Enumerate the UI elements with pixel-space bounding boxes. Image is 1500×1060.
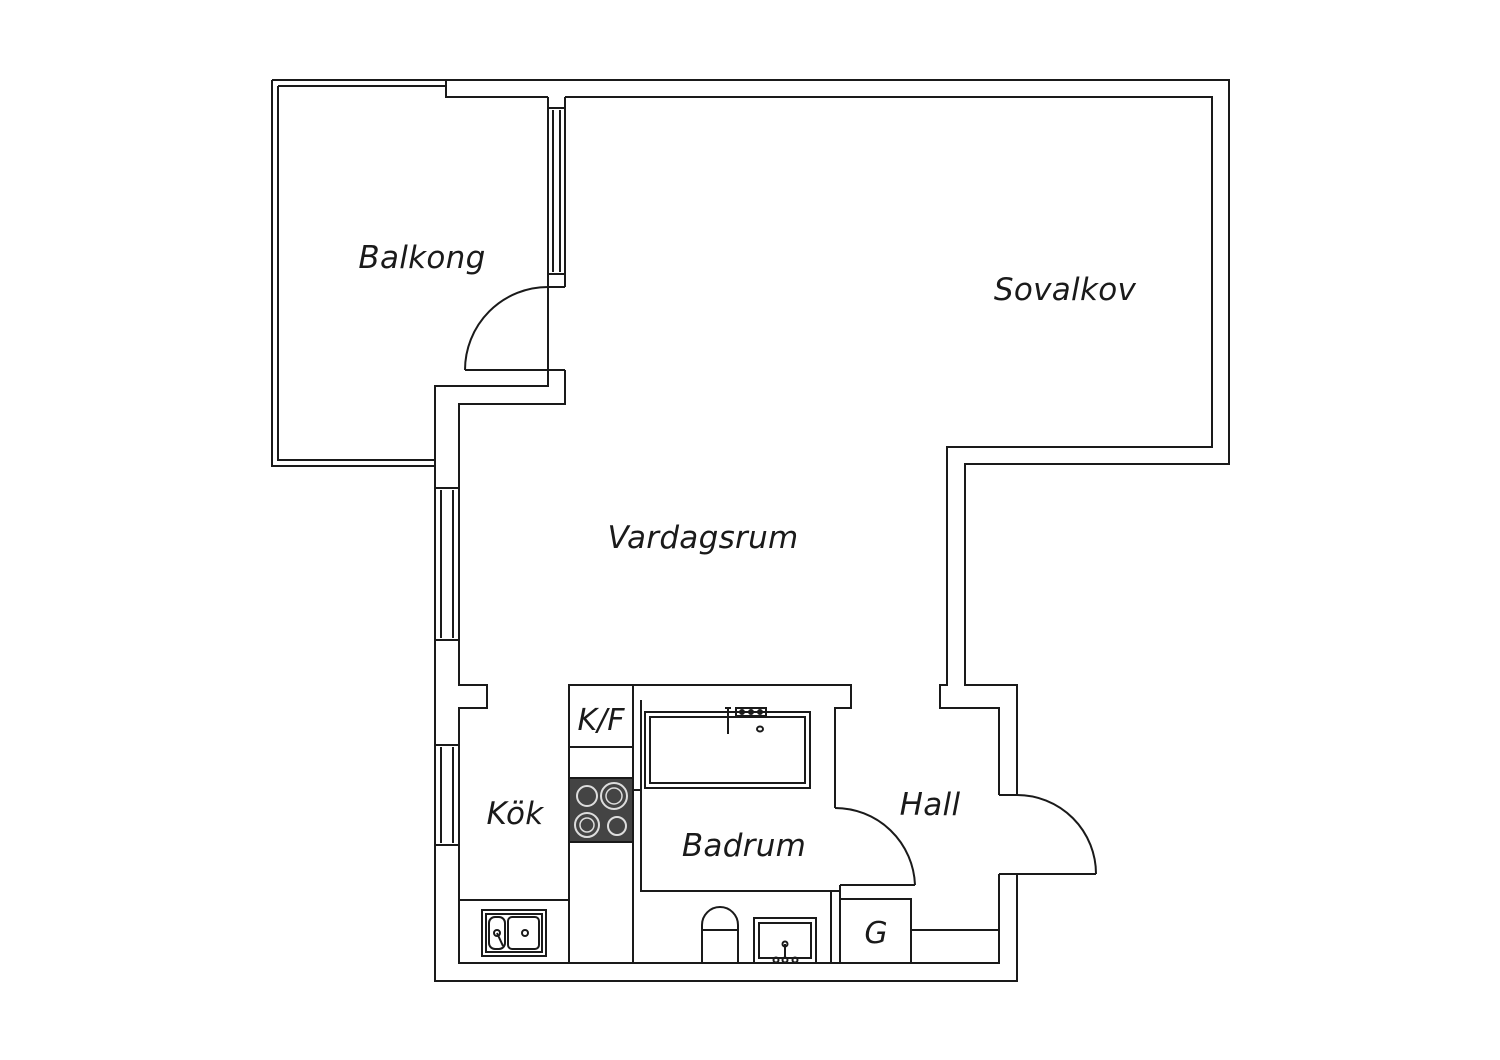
room-label-kf: K/F	[577, 703, 625, 738]
bathtub	[644, 707, 811, 789]
room-label-g: G	[864, 916, 887, 951]
stove	[568, 777, 634, 843]
outer-wall	[434, 79, 1230, 982]
room-label-hall: Hall	[900, 787, 961, 823]
room-label-balkong: Balkong	[358, 240, 485, 276]
bathroom-sink	[753, 917, 817, 964]
toilet	[701, 906, 739, 963]
room-label-sovalkov: Sovalkov	[994, 272, 1137, 308]
hall-storage	[839, 898, 999, 964]
room-label-kok: Kök	[486, 796, 544, 832]
balcony-outline	[271, 79, 548, 467]
balcony-door	[464, 286, 549, 371]
window-kitchen-west	[434, 744, 460, 846]
window-balcony	[547, 107, 566, 275]
room-label-vardagsrum: Vardagsrum	[607, 520, 798, 556]
entrance-door	[999, 794, 1097, 875]
room-label-badrum: Badrum	[682, 828, 806, 864]
window-living-west	[434, 487, 460, 641]
